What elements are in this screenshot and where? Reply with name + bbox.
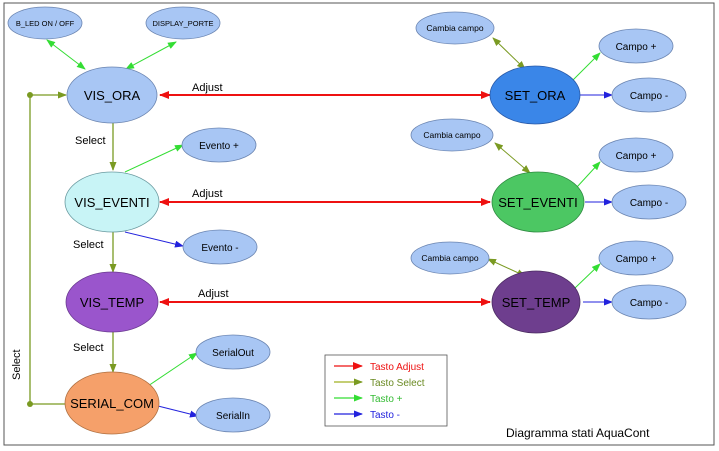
node-vis-eventi <box>64 171 160 233</box>
node-serial-out <box>195 334 271 370</box>
node-cambia-campo-3 <box>410 241 490 275</box>
node-evento-plus <box>181 127 257 163</box>
node-serial-com-label: SERIAL_COM <box>70 396 154 411</box>
node-campo-minus-1-label: Campo - <box>630 91 668 102</box>
node-vis-temp-label: VIS_TEMP <box>80 295 144 310</box>
node-campo-plus-3-label: Campo + <box>616 254 657 265</box>
node-campo-minus-3-label: Campo - <box>630 298 668 309</box>
edge-campo-plus-ora <box>572 52 601 81</box>
node-campo-minus-2-label: Campo - <box>630 198 668 209</box>
legend-select: Tasto Select <box>370 378 425 389</box>
node-serial-com <box>64 371 160 435</box>
node-display-porte-label: DISPLAY_PORTE <box>153 19 214 28</box>
label-adjust-1: Adjust <box>192 82 223 94</box>
node-campo-minus-2 <box>611 184 687 220</box>
edge-display-visora <box>125 41 177 70</box>
node-vis-ora-label: VIS_ORA <box>84 88 141 103</box>
edge-eventi-plus <box>124 144 184 173</box>
node-bled <box>7 6 83 40</box>
node-campo-plus-3 <box>598 240 674 276</box>
node-vis-temp <box>65 271 159 333</box>
node-campo-plus-2-label: Campo + <box>616 151 657 162</box>
edge-bled-visora <box>46 39 86 70</box>
node-campo-plus-2 <box>598 137 674 173</box>
node-campo-minus-3 <box>611 284 687 320</box>
node-cambia-campo-2 <box>410 118 494 152</box>
node-evento-minus-label: Evento - <box>201 243 238 254</box>
node-bled-label: B_LED ON / OFF <box>16 19 75 28</box>
edge-serial-out <box>144 352 198 389</box>
label-adjust-3: Adjust <box>198 288 229 300</box>
label-adjust-2: Adjust <box>192 188 223 200</box>
node-campo-minus-1 <box>611 77 687 113</box>
node-serial-in-label: SerialIn <box>216 411 250 422</box>
legend-plus: Tasto + <box>370 394 403 405</box>
legend: Tasto Adjust Tasto Select Tasto + Tasto … <box>324 354 448 427</box>
edge-select-back <box>29 91 67 405</box>
edge-select-back-dot-top <box>27 92 33 98</box>
node-serial-out-label: SerialOut <box>212 348 254 359</box>
node-set-ora-label: SET_ORA <box>505 88 566 103</box>
node-campo-plus-1 <box>598 28 674 64</box>
label-select-2: Select <box>73 239 104 251</box>
edge-eventi-minus <box>124 231 184 248</box>
node-evento-minus <box>182 229 258 265</box>
label-select-3: Select <box>73 342 104 354</box>
node-cambia-campo-3-label: Cambia campo <box>421 253 478 263</box>
edge-cambia-eventi <box>494 142 531 174</box>
node-set-eventi <box>491 171 585 233</box>
node-vis-ora <box>66 66 158 124</box>
edge-campo-plus-eventi <box>576 161 601 188</box>
legend-minus: Tasto - <box>370 410 400 421</box>
node-set-temp-label: SET_TEMP <box>502 295 571 310</box>
node-cambia-campo-1 <box>415 11 495 45</box>
node-display-porte <box>145 6 221 40</box>
label-select-1: Select <box>75 135 106 147</box>
node-serial-in <box>195 397 271 433</box>
edge-select-back-dot-bottom <box>27 401 33 407</box>
node-set-eventi-label: SET_EVENTI <box>498 195 577 210</box>
edge-cambia-ora <box>492 37 526 70</box>
edge-campo-plus-temp <box>574 263 601 289</box>
label-select-back: Select <box>11 349 23 380</box>
legend-adjust: Tasto Adjust <box>370 362 424 373</box>
node-campo-plus-1-label: Campo + <box>616 42 657 53</box>
node-set-ora <box>489 65 581 125</box>
node-vis-eventi-label: VIS_EVENTI <box>74 195 149 210</box>
node-cambia-campo-2-label: Cambia campo <box>423 130 480 140</box>
node-evento-plus-label: Evento + <box>199 141 239 152</box>
diagram-frame <box>3 2 715 446</box>
diagram-title: Diagramma stati AquaCont <box>506 426 650 440</box>
node-set-temp <box>491 270 581 334</box>
node-cambia-campo-1-label: Cambia campo <box>426 23 483 33</box>
